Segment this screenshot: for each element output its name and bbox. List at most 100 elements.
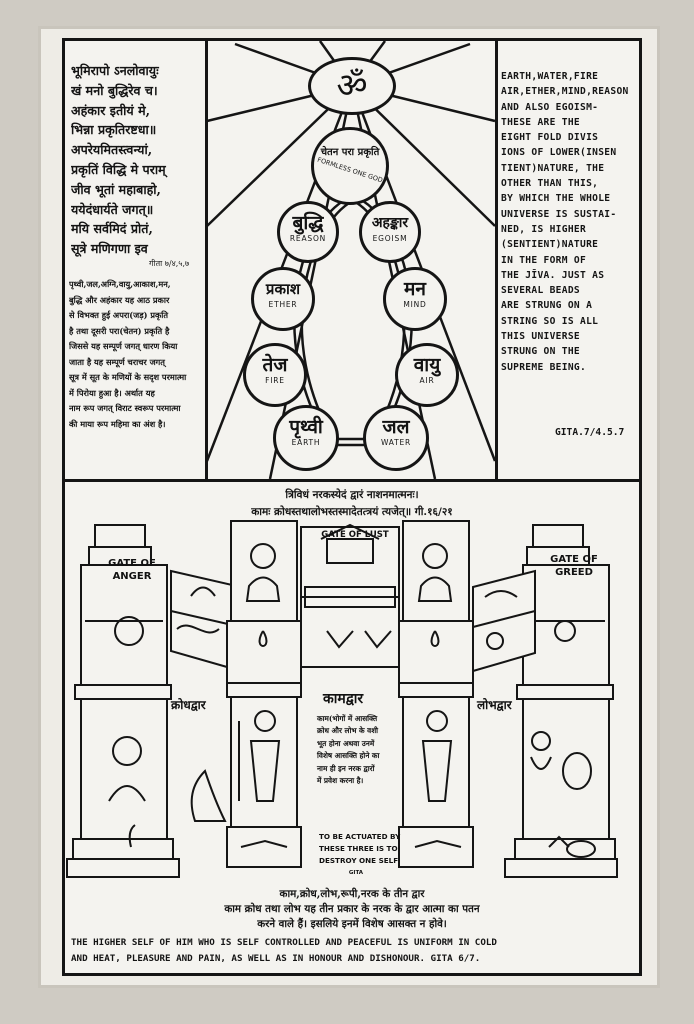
node-air: वायु AIR [395,343,459,407]
gate-of-greed-label: GATE OF GREED [550,554,598,578]
middle-line: काम(भोगों में आसक्ति [317,714,378,723]
middle-english-text: TO BE ACTUATED BY THESE THREE IS TO DEST… [319,831,401,879]
verse-line: खं मनो बुद्धिरेव च। [71,82,158,98]
sanskrit-verse: भूमिरापो ऽनलोवायुः खं मनो बुद्धिरेव च। अ… [71,61,203,259]
verse-line: सूत्रे मणिगणा इव [71,241,148,257]
node-ether: प्रकाश ETHER [251,267,315,331]
node-english: EARTH [291,438,321,447]
node-water: जल WATER [363,405,429,471]
node-english: AIR [419,376,435,385]
supreme-node: चेतन परा प्रकृति FORMLESS ONE GOD [311,127,389,205]
closing-line: काम,क्रोध,लोभ,रूपी,नरक के तीन द्वार [279,888,425,900]
explanation-line: ARE STRUNG ON A [501,300,593,312]
engraved-plaque: भूमिरापो ऽनलोवायुः खं मनो बुद्धिरेव च। अ… [62,38,642,976]
node-egoism: अहङ्कार EGOISM [359,201,421,263]
middle-eng-line: DESTROY ONE SELF [319,856,399,865]
node-earth: पृथ्वी EARTH [273,405,339,471]
translation-line: सूत्र में सूत के मणियों के सदृश परमात्मा [69,372,187,382]
gate-of-lust-label: GATE OF LUST [321,530,389,540]
verse-line: मयि सर्वमिदं प्रोतं, [71,221,153,237]
explanation-line: IN THE FORM OF [501,254,587,266]
node-hindi: मन [404,278,426,300]
node-hindi: तेज [262,354,288,376]
explanation-line: EIGHT FOLD DIVIS [501,132,599,144]
node-hindi: बुद्धि [292,212,324,234]
explanation-line: TIENT)NATURE, THE [501,162,605,174]
gates-illustration [66,520,618,878]
explanation-line: STRUNG ON THE [501,346,580,358]
node-reason: बुद्धि REASON [277,201,339,263]
translation-line: में पिरोया हुआ है। अर्थात यह [69,387,155,398]
verse-line: भूमिरापो ऽनलोवायुः [71,63,159,78]
verse-line: जीव भूतां महाबाहो, [71,181,161,197]
explanation-line: EARTH,WATER,FIRE [501,71,599,82]
gates-shloka: त्रिविधं नरकस्येदं द्वारं नाशनमात्मनः। क… [65,487,639,521]
translation-line: पृथ्वी,जल,अग्नि,वायु,आकाश,मन, [69,279,171,289]
explanation-line: SEVERAL BEADS [501,285,580,297]
gate-of-anger-label: GATE OF ANGER [108,558,156,582]
verse-line: अपरेयमितस्त्वन्यां, [71,142,153,158]
explanation-line: SUPREME BEING. [501,361,587,373]
translation-line: जाता है यह सम्पूर्ण चराचर जगत् [69,356,165,367]
translation-line: नाम रूप जगत् विराट स्वरूप परमात्मा [69,403,181,413]
explanation-line: IONS OF LOWER(INSEN [501,147,617,159]
middle-line: विशेष आसक्ति होने का [317,751,380,761]
shloka-line: त्रिविधं नरकस्येदं द्वारं नाशनमात्मनः। [285,489,419,501]
explanation-line: THIS UNIVERSE [501,331,580,343]
translation-line: बुद्धि और अहंकार यह आठ प्रकार [69,294,170,305]
right-text-column [495,41,642,479]
node-hindi: प्रकाश [265,280,301,298]
translation-line: जिससे यह सम्पूर्ण जगत् धारण किया [69,341,178,351]
explanation-line: AIR,ETHER,MIND,REASON [501,86,629,98]
supreme-node-hindi: चेतन परा प्रकृति [320,147,380,158]
shloka-line: कामः क्रोधस्तथालोभस्तस्मादेतत्त्रयं त्यज… [251,506,453,518]
translation-line: है तथा दूसरी परा(चेतन) प्रकृति है [69,325,170,336]
node-english: REASON [289,234,327,243]
translation-line: की माया रूप महिमा का अंश है। [69,418,166,429]
middle-eng-line: GITA [348,870,364,876]
gita-reference: GITA.7/4.5.7 [555,427,625,438]
closing-hindi: काम,क्रोध,लोभ,रूपी,नरक के तीन द्वार काम … [65,887,639,932]
left-text-column: भूमिरापो ऽनलोवायुः खं मनो बुद्धिरेव च। अ… [65,41,208,479]
explanation-line: OTHER THAN THIS, [501,178,599,190]
node-hindi: वायु [413,354,441,376]
verse-line: ययेदंधार्यते जगत्॥ [71,201,154,217]
hindi-translation: पृथ्वी,जल,अग्नि,वायु,आकाश,मन, बुद्धि और … [69,277,203,432]
explanation-line: AND ALSO EGOISM- [501,101,599,113]
middle-eng-line: THESE THREE IS TO [319,844,398,853]
middle-line: नाम ही इन नरक द्वारों [317,763,375,773]
closing-eng-line: THE HIGHER SELF OF HIM WHO IS SELF CONTR… [71,937,497,948]
node-hindi: पृथ्वी [289,416,323,438]
node-fire: तेज FIRE [243,343,307,407]
node-english: FIRE [265,376,285,385]
verse-reference: गीता ७/४,५,७ [149,259,190,268]
closing-english: THE HIGHER SELF OF HIM WHO IS SELF CONTR… [71,935,637,967]
verse-line: भिन्ना प्रकृतिरष्टधा॥ [71,122,157,138]
middle-eng-line: TO BE ACTUATED BY [319,832,401,841]
explanation-line: THE JĪVA. JUST AS [501,269,605,281]
node-english: MIND [403,300,427,309]
node-mind: मन MIND [383,267,447,331]
node-english: ETHER [268,300,298,309]
verse-line: प्रकृतिं विद्धि मे पराम् [71,161,166,177]
verse-line: अहंकार इतीयं मे, [71,102,151,118]
node-hindi: अहङ्कार [371,215,409,231]
translation-line: से विभक्त हुई अपरा(जड़) प्रकृति [69,310,169,320]
middle-line: में प्रवेश करना है। [317,776,364,786]
om-symbol: ॐ [308,57,396,115]
explanation-line: STRING SO IS ALL [501,315,599,327]
middle-hindi-text: काम(भोगों में आसक्ति क्रोध और लोभ के वशी… [317,713,391,787]
closing-line: करने वाले हैं। इसलिये इनमें विशेष आसक्त … [257,918,447,930]
middle-line: क्रोध और लोभ के वशी [317,726,379,736]
explanation-line: THESE ARE THE [501,116,580,128]
explanation-line: NED, IS HIGHER [501,223,587,235]
closing-eng-line: AND HEAT, PLEASURE AND PAIN, AS WELL AS … [71,953,481,964]
explanation-line: BY WHICH THE WHOLE [501,193,611,205]
node-english: EGOISM [372,234,408,243]
explanation-line: (SENTIENT)NATURE [501,239,599,251]
kaam-dwar-label: कामद्वार [323,691,364,707]
explanation-line: UNIVERSE IS SUSTAI- [501,208,617,220]
closing-line: काम क्रोध तथा लोभ यह तीन प्रकार के नरक क… [224,903,480,915]
english-explanation: EARTH,WATER,FIRE AIR,ETHER,MIND,REASON A… [501,69,639,375]
cosmology-section: भूमिरापो ऽनलोवायुः खं मनो बुद्धिरेव च। अ… [65,41,639,482]
